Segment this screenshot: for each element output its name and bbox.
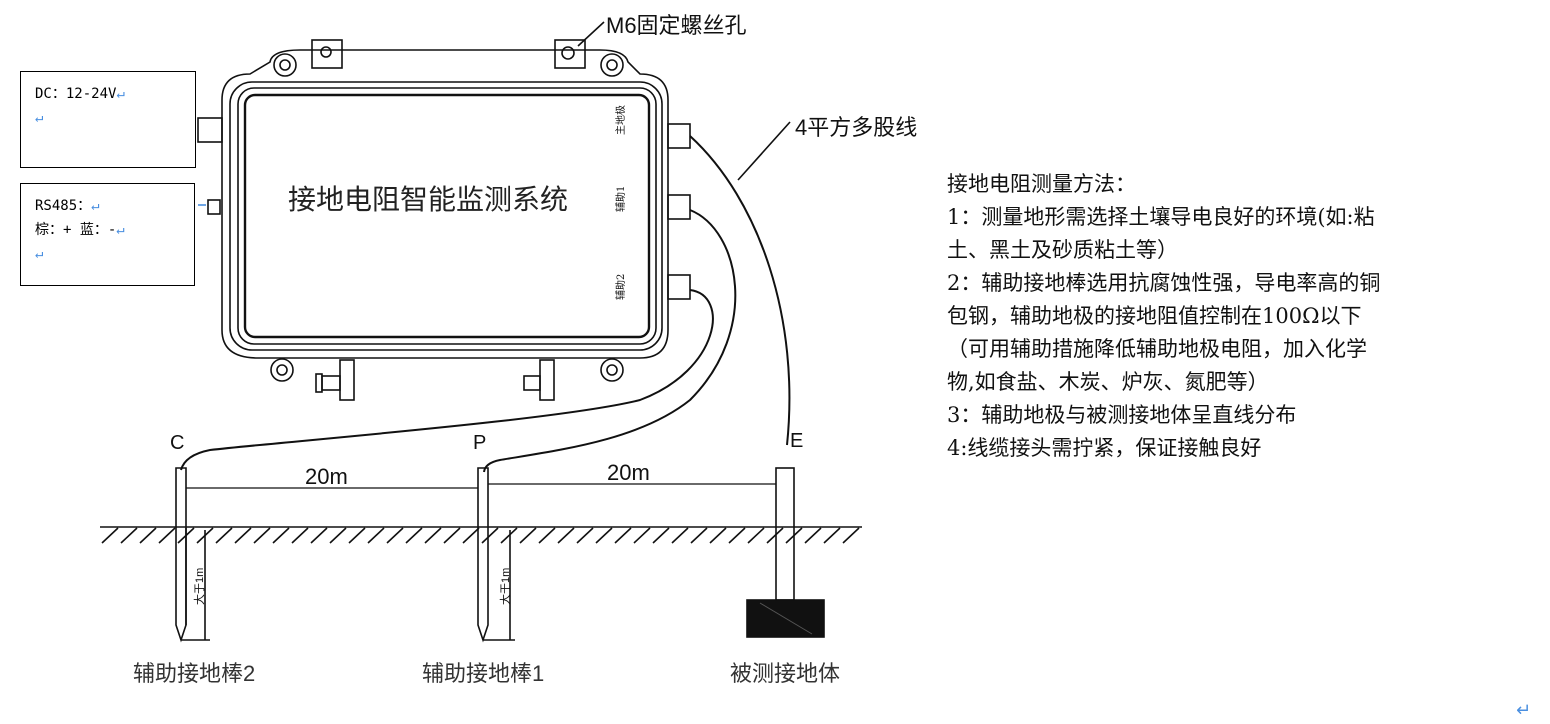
ground-hatch — [310, 527, 328, 544]
wire-aux1 — [483, 209, 737, 473]
return-mark: ↵ — [91, 198, 100, 214]
wire-main-ground — [689, 135, 791, 446]
ground-hatch — [766, 527, 784, 544]
port-label-aux2: 辅助2 — [616, 273, 627, 300]
point-p-label: P — [473, 432, 487, 454]
return-mark: ↵ — [116, 222, 125, 238]
ground-hatch — [652, 527, 670, 544]
mount-hole-label: M6固定螺丝孔 — [606, 13, 747, 38]
ground-hatch — [158, 527, 176, 544]
rs485-note: RS485：↵ 棕：+ 蓝：-↵ ↵ — [20, 183, 195, 286]
method-line: 土、黑土及砂质粘土等） — [947, 238, 1178, 262]
mount-tab-left — [311, 39, 343, 69]
ground-hatch — [747, 527, 765, 544]
rs485-connector — [207, 199, 221, 215]
ground-hatch — [633, 527, 651, 544]
ground-line — [100, 526, 862, 544]
ground-hatch — [291, 527, 309, 544]
mount-tab-right — [554, 39, 586, 69]
port-aux2 — [667, 274, 691, 300]
aux-rod-2-label: 辅助接地棒2 — [133, 661, 256, 686]
ground-hatch — [424, 527, 442, 544]
ground-hatch — [405, 527, 423, 544]
ground-hatch — [329, 527, 347, 544]
ground-hatch — [348, 527, 366, 544]
ground-hatch — [253, 527, 271, 544]
ground-hatch — [462, 527, 480, 544]
wire-aux2 — [180, 289, 714, 471]
ground-hatch — [576, 527, 594, 544]
rs485-title: RS485： — [35, 198, 92, 214]
method-line: 1：测量地形需选择土壤导电良好的环境(如:粘 — [947, 205, 1375, 229]
return-mark: ↵ — [35, 246, 44, 262]
return-mark: ↵ — [116, 86, 125, 102]
ground-hatch — [519, 527, 537, 544]
page-return-mark: ↵ — [1516, 700, 1532, 720]
method-line: 物,如食盐、木炭、炉灰、氮肥等） — [947, 370, 1269, 394]
wire-label: 4平方多股线 — [795, 115, 918, 140]
port-label-aux1: 辅助1 — [616, 185, 627, 212]
port-main-ground — [667, 123, 691, 149]
method-line: 包钢，辅助地极的接地阻值控制在100Ω以下 — [947, 304, 1362, 328]
aux-rod-2 — [175, 467, 210, 643]
ground-hatch — [139, 527, 157, 544]
rs485-wiring: 棕：+ 蓝：- — [35, 222, 117, 238]
mount-ears — [270, 53, 624, 382]
ground-hatch — [842, 527, 860, 544]
method-line: （可用辅助措施降低辅助地极电阻，加入化学 — [947, 337, 1367, 361]
ground-hatch — [120, 527, 138, 544]
port-aux1 — [667, 194, 691, 220]
depth-label-rod2: 大于1m — [194, 567, 206, 605]
method-line: 3：辅助地极与被测接地体呈直线分布 — [947, 403, 1297, 427]
method-title: 接地电阻测量方法： — [947, 172, 1136, 196]
method-line: 4:线缆接头需拧紧，保证接触良好 — [947, 436, 1262, 460]
ground-hatch — [595, 527, 613, 544]
measurement-method: 接地电阻测量方法： 1：测量地形需选择土壤导电良好的环境(如:粘 土、黑土及砂质… — [947, 168, 1527, 465]
ground-hatch — [804, 527, 822, 544]
ground-hatch — [614, 527, 632, 544]
device-title: 接地电阻智能监测系统 — [288, 183, 569, 216]
ground-hatch — [709, 527, 727, 544]
distance-cp-label: 20m — [305, 464, 348, 489]
wire-leader-line — [737, 121, 791, 181]
aux-rod-1 — [477, 467, 515, 643]
ground-hatch — [234, 527, 252, 544]
power-spec: DC：12-24V — [35, 86, 117, 102]
power-note: DC：12-24V↵ ↵ — [20, 71, 196, 168]
ground-hatch — [481, 527, 499, 544]
distance-pe-label: 20m — [607, 460, 650, 485]
ground-hatch — [690, 527, 708, 544]
ground-hatch — [101, 527, 119, 544]
ground-hatch — [367, 527, 385, 544]
earth-electrode — [746, 467, 825, 638]
ground-hatch — [272, 527, 290, 544]
enclosure — [221, 49, 669, 359]
ground-hatch — [538, 527, 556, 544]
ground-hatch — [443, 527, 461, 544]
return-mark: ↵ — [35, 110, 44, 126]
method-line: 2：辅助接地棒选用抗腐蚀性强，导电率高的铜 — [947, 271, 1381, 295]
earth-electrode-label: 被测接地体 — [730, 661, 841, 686]
ground-hatch — [386, 527, 404, 544]
mount-leader-line — [577, 21, 605, 47]
ground-hatch — [728, 527, 746, 544]
power-connector — [197, 117, 223, 143]
ground-hatch — [215, 527, 233, 544]
port-label-main-ground: 主地极 — [616, 105, 627, 135]
point-c-label: C — [170, 432, 185, 454]
ground-hatch — [823, 527, 841, 544]
depth-label-rod1: 大于1m — [500, 567, 512, 605]
ground-hatch — [671, 527, 689, 544]
aux-rod-1-label: 辅助接地棒1 — [422, 661, 545, 686]
ground-hatch — [557, 527, 575, 544]
ground-hatch — [500, 527, 518, 544]
bottom-fittings — [315, 359, 555, 401]
point-e-label: E — [790, 430, 804, 452]
dimension-lines — [186, 483, 776, 489]
